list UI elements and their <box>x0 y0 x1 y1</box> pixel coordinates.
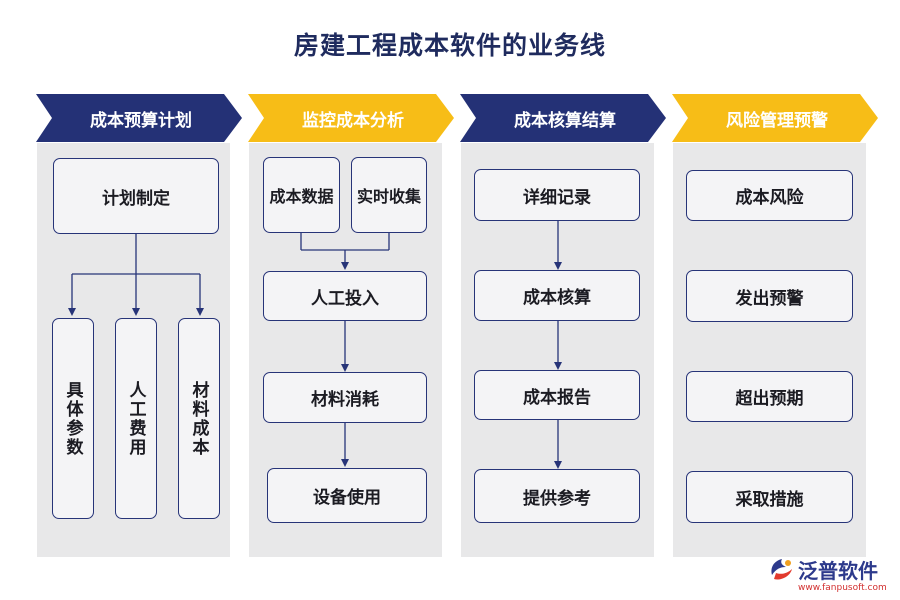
node-issue-warning: 发出预警 <box>686 270 853 322</box>
lane-header-1: 成本预算计划 <box>36 94 242 142</box>
lane-header-4-label: 风险管理预警 <box>726 110 828 131</box>
brand-logo: 泛普软件 www.fanpusoft.com <box>768 555 898 597</box>
node-equipment-use: 设备使用 <box>267 468 427 523</box>
node-cost-accounting: 成本核算 <box>474 270 640 321</box>
node-cost-risk: 成本风险 <box>686 170 853 221</box>
lane-header-4: 风险管理预警 <box>672 94 878 142</box>
node-labor-input: 人工投入 <box>263 271 427 321</box>
node-material-consumption: 材料消耗 <box>263 372 427 423</box>
node-material-cost: 材料成本 <box>178 318 220 519</box>
logo-name: 泛普软件 <box>798 559 878 583</box>
node-labor-cost: 人工费用 <box>115 318 157 519</box>
node-cost-report: 成本报告 <box>474 370 640 420</box>
fanpu-logo-icon <box>771 559 792 580</box>
diagram-title: 房建工程成本软件的业务线 <box>293 31 606 60</box>
node-specific-params: 具体参数 <box>52 318 94 519</box>
lane-header-3-label: 成本核算结算 <box>514 110 616 131</box>
node-cost-data: 成本数据 <box>263 157 340 233</box>
lane-header-3: 成本核算结算 <box>460 94 666 142</box>
lane-header-2: 监控成本分析 <box>248 94 454 142</box>
node-provide-reference: 提供参考 <box>474 469 640 523</box>
lane-header-2-label: 监控成本分析 <box>302 110 404 131</box>
node-over-expectation: 超出预期 <box>686 371 853 422</box>
node-plan-making: 计划制定 <box>53 158 219 234</box>
node-realtime-collect: 实时收集 <box>351 157 427 233</box>
lane-header-1-label: 成本预算计划 <box>90 110 192 131</box>
logo-url: www.fanpusoft.com <box>798 583 887 593</box>
node-take-measures: 采取措施 <box>686 471 853 523</box>
node-detailed-record: 详细记录 <box>474 169 640 221</box>
